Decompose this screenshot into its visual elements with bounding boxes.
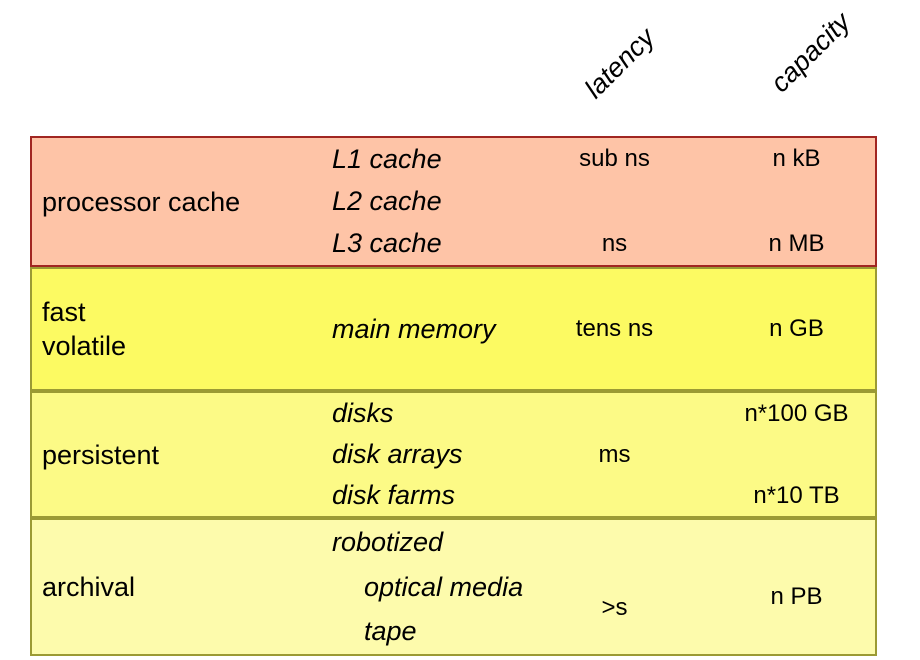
- devices-cell: disks disk arrays disk farms: [332, 393, 547, 516]
- device-label: optical media: [364, 571, 524, 602]
- latency-column-header: latency: [578, 22, 661, 104]
- latency-value: sub ns: [579, 145, 650, 173]
- category-label: persistent: [42, 439, 160, 470]
- capacity-cell: n GB: [682, 269, 875, 389]
- capacity-value: n kB: [772, 145, 821, 173]
- devices-cell: robotized optical media tape: [332, 520, 547, 654]
- latency-value: tens ns: [575, 315, 654, 342]
- capacity-value: n PB: [770, 583, 823, 610]
- category-label: processor cache: [42, 186, 241, 217]
- capacity-value: n GB: [769, 315, 824, 342]
- capacity-cell: n kB n MB: [682, 138, 875, 265]
- memory-hierarchy-table: processor cache L1 cache L2 cache L3 cac…: [30, 136, 877, 656]
- category-cell: processor cache: [32, 138, 332, 265]
- device-label: disk arrays: [332, 439, 463, 469]
- device-label: tape: [364, 616, 417, 647]
- row-processor-cache: processor cache L1 cache L2 cache L3 cac…: [30, 136, 877, 267]
- capacity-value: n*10 TB: [753, 481, 840, 509]
- category-cell: archival: [32, 520, 332, 654]
- latency-value: ms: [598, 440, 631, 468]
- capacity-cell: n*100 GB n*10 TB: [682, 393, 875, 516]
- category-cell: fast volatile: [32, 269, 332, 389]
- device-label: disks: [332, 398, 394, 428]
- latency-cell: sub ns ns: [547, 138, 682, 265]
- capacity-cell: n PB: [682, 520, 875, 654]
- latency-cell: ms: [547, 393, 682, 516]
- device-label: L2 cache: [332, 185, 442, 216]
- capacity-value: n*100 GB: [744, 399, 849, 427]
- device-label: L3 cache: [332, 228, 442, 259]
- row-persistent: persistent disks disk arrays disk farms …: [30, 391, 877, 518]
- category-label: volatile: [42, 331, 127, 361]
- latency-cell: >s: [547, 520, 682, 654]
- capacity-value: n MB: [768, 229, 825, 257]
- device-label: robotized: [332, 526, 444, 557]
- row-archival: archival robotized optical media tape >s…: [30, 518, 877, 656]
- category-cell: persistent: [32, 393, 332, 516]
- latency-value: ns: [601, 229, 628, 257]
- category-label: archival: [42, 572, 136, 602]
- latency-cell: tens ns: [547, 269, 682, 389]
- device-label: disk farms: [332, 480, 456, 510]
- capacity-column-header: capacity: [764, 6, 857, 99]
- category-label: fast: [42, 297, 86, 327]
- devices-cell: main memory: [332, 269, 547, 389]
- latency-value: >s: [601, 594, 628, 621]
- device-label: main memory: [332, 313, 496, 344]
- row-fast-volatile: fast volatile main memory tens ns n GB: [30, 267, 877, 391]
- device-label: L1 cache: [332, 143, 442, 174]
- devices-cell: L1 cache L2 cache L3 cache: [332, 138, 547, 265]
